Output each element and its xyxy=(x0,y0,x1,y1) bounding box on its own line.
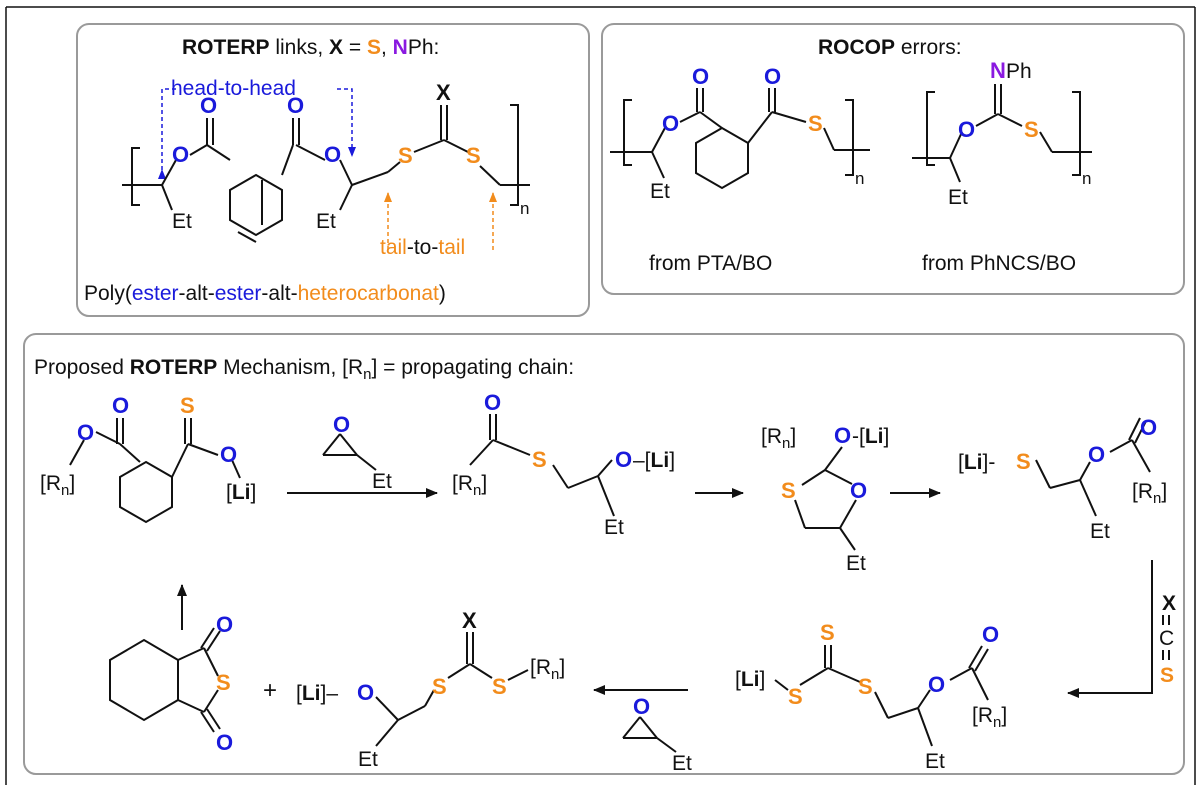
plus-sign: + xyxy=(263,677,277,704)
phncs-bo-structure xyxy=(912,84,1092,183)
ethyl-label: Et xyxy=(846,552,866,575)
rn-label: [Rn] xyxy=(40,472,75,499)
ethyl-label: Et xyxy=(316,210,336,233)
rn-label: [Rn] xyxy=(1132,480,1167,507)
atom-oxygen: O xyxy=(850,478,867,503)
atom-x: X xyxy=(436,80,451,105)
atom-sulfur: S xyxy=(1160,664,1174,687)
epoxide-reagent xyxy=(322,433,377,471)
atom-nitrogen: N xyxy=(990,58,1006,83)
repeat-unit-n: n xyxy=(855,169,864,188)
atom-oxygen: O xyxy=(928,672,945,697)
repeat-unit-n: n xyxy=(1082,169,1091,188)
ethyl-label: Et xyxy=(925,750,945,773)
rocop-errors-title: ROCOP errors: xyxy=(818,36,962,59)
ethyl-label: Et xyxy=(372,470,392,493)
atom-sulfur: S xyxy=(1016,449,1031,474)
roterp-polymer-structure xyxy=(122,104,530,243)
ethyl-label: Et xyxy=(604,516,624,539)
atom-x: X xyxy=(1162,592,1176,615)
epoxide-reagent xyxy=(622,716,677,753)
cyclic-orthoester-intermediate xyxy=(794,446,857,551)
roterp-links-panel: ROTERP links, X = S, NPh: head-to-head xyxy=(76,23,590,317)
atom-oxygen: O xyxy=(615,447,632,472)
trithiocarbonate-intermediate xyxy=(774,645,989,747)
thiophthalic-anhydride xyxy=(109,627,221,733)
alkoxide-intermediate xyxy=(469,414,615,517)
li-label: [Li]- xyxy=(958,451,995,474)
atom-sulfur: S xyxy=(1024,117,1039,142)
atom-oxygen: O xyxy=(216,730,233,755)
atom-oxygen: O xyxy=(633,694,650,719)
rn-label: [Rn] xyxy=(452,472,487,499)
roterp-links-title: ROTERP links, X = S, NPh: xyxy=(182,36,439,59)
polymer-name: Poly(ester-alt-ester-alt-heterocarbonat) xyxy=(84,282,446,305)
atom-sulfur: S xyxy=(466,143,481,168)
atom-oxygen: O xyxy=(77,420,94,445)
atom-sulfur: S xyxy=(781,478,796,503)
atom-carbon: C xyxy=(1159,627,1174,650)
atom-sulfur: S xyxy=(788,684,803,709)
li-label: -[Li] xyxy=(852,425,889,448)
atom-oxygen: O xyxy=(172,142,189,167)
atom-oxygen: O xyxy=(220,442,237,467)
li-label: [Li]– xyxy=(296,682,338,705)
caption-pta-bo: from PTA/BO xyxy=(649,252,772,275)
atom-sulfur: S xyxy=(432,674,447,699)
li-label: [Li] xyxy=(226,481,256,504)
rn-label: [Rn] xyxy=(972,704,1007,731)
lithium-thiocarboxylate xyxy=(69,418,241,524)
atom-oxygen: O xyxy=(216,612,233,637)
atom-oxygen: O xyxy=(764,64,781,89)
repeat-unit-n: n xyxy=(520,199,529,218)
atom-oxygen: O xyxy=(287,93,304,118)
li-label: –[Li] xyxy=(633,449,675,472)
ethyl-label: Et xyxy=(1090,520,1110,543)
atom-oxygen: O xyxy=(1088,442,1105,467)
head-to-head-label: head-to-head xyxy=(171,77,296,100)
ethyl-label: Et xyxy=(948,186,968,209)
atom-sulfur: S xyxy=(216,670,231,695)
ethyl-label: Et xyxy=(650,180,670,203)
alkoxide-trithiocarbonate xyxy=(375,632,529,747)
atom-oxygen: O xyxy=(982,622,999,647)
ethyl-label: Et xyxy=(172,210,192,233)
atom-oxygen: O xyxy=(1140,415,1157,440)
atom-oxygen: O xyxy=(357,680,374,705)
atom-oxygen: O xyxy=(958,117,975,142)
atom-oxygen: O xyxy=(324,142,341,167)
atom-sulfur: S xyxy=(820,620,835,645)
atom-oxygen: O xyxy=(662,111,679,136)
rn-label: [Rn] xyxy=(530,656,565,683)
atom-sulfur: S xyxy=(492,674,507,699)
mechanism-title: Proposed ROTERP Mechanism, [Rn] = propag… xyxy=(34,356,574,383)
atom-sulfur: S xyxy=(180,393,195,418)
rocop-errors-panel: ROCOP errors: O O O S Et n from PTA/BO xyxy=(601,23,1185,295)
ethyl-label: Et xyxy=(358,748,378,771)
atom-sulfur: S xyxy=(858,674,873,699)
atom-sulfur: S xyxy=(532,447,547,472)
thiolate-intermediate xyxy=(1035,417,1151,517)
mechanism-panel: Proposed ROTERP Mechanism, [Rn] = propag… xyxy=(23,333,1185,775)
tail-to-tail-label: tail-to-tail xyxy=(380,236,465,259)
atom-sulfur: S xyxy=(398,143,413,168)
atom-oxygen: O xyxy=(200,93,217,118)
atom-oxygen: O xyxy=(692,64,709,89)
li-label: [Li] xyxy=(735,668,765,691)
atom-sulfur: S xyxy=(808,111,823,136)
pta-bo-structure xyxy=(610,88,870,190)
phenyl-label: Ph xyxy=(1006,60,1032,83)
ethyl-label: Et xyxy=(672,752,692,775)
caption-phncs-bo: from PhNCS/BO xyxy=(922,252,1076,275)
atom-oxygen: O xyxy=(834,423,851,448)
rn-label: [Rn] xyxy=(761,425,796,452)
atom-oxygen: O xyxy=(112,393,129,418)
atom-oxygen: O xyxy=(333,412,350,437)
atom-oxygen: O xyxy=(484,390,501,415)
atom-x: X xyxy=(462,608,477,633)
